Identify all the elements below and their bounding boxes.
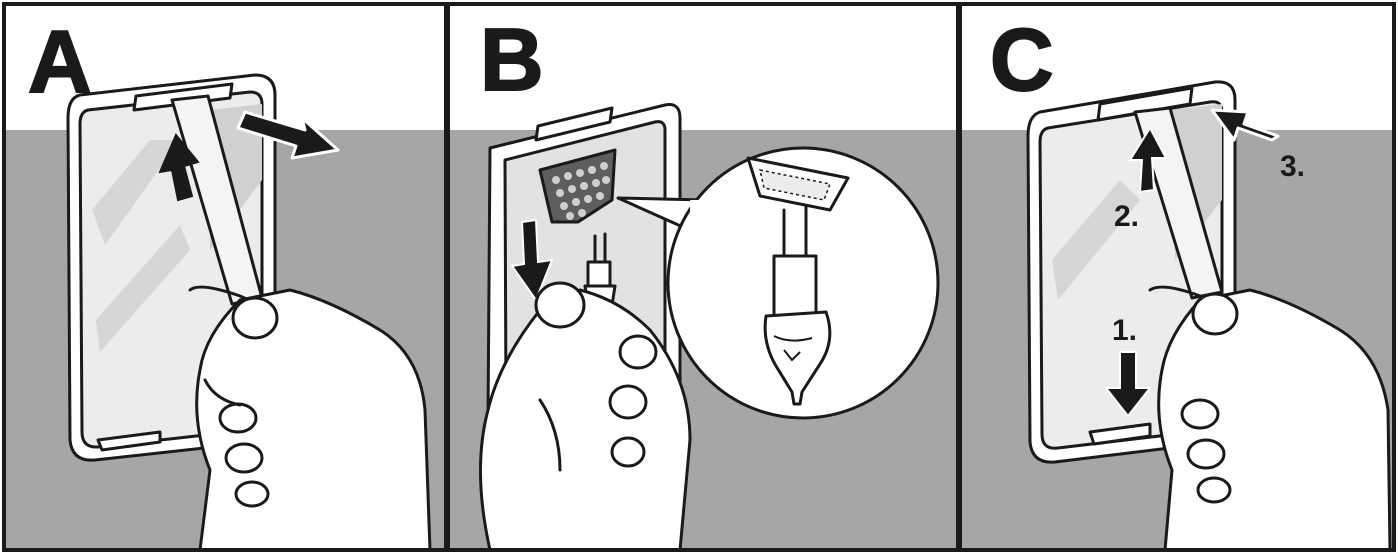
- panel-b: B: [448, 4, 958, 552]
- arrow-left-icon: [1210, 108, 1280, 142]
- hand-icon: [479, 281, 692, 552]
- arrow-up-icon: [158, 133, 200, 202]
- panel-letter: B: [480, 10, 544, 109]
- panel-letter: C: [990, 10, 1054, 109]
- panel-c: C 1. 2. 3.: [960, 4, 1394, 552]
- arrow-right-icon: [236, 110, 340, 160]
- panel-a: A: [4, 4, 446, 552]
- hand-icon: [1148, 285, 1392, 552]
- hand-icon: [188, 285, 432, 552]
- panel-letter: A: [28, 12, 92, 111]
- filter-grid-icon: [538, 148, 617, 224]
- step-label-2: 2.: [1114, 200, 1139, 233]
- arrow-up-icon: [1128, 126, 1168, 194]
- arrow-down-icon: [510, 218, 554, 303]
- step-label-3: 3.: [1280, 150, 1305, 183]
- step-label-1: 1.: [1112, 314, 1137, 347]
- magnifier-callout-icon: [616, 146, 940, 420]
- arrow-down-icon: [1103, 351, 1153, 418]
